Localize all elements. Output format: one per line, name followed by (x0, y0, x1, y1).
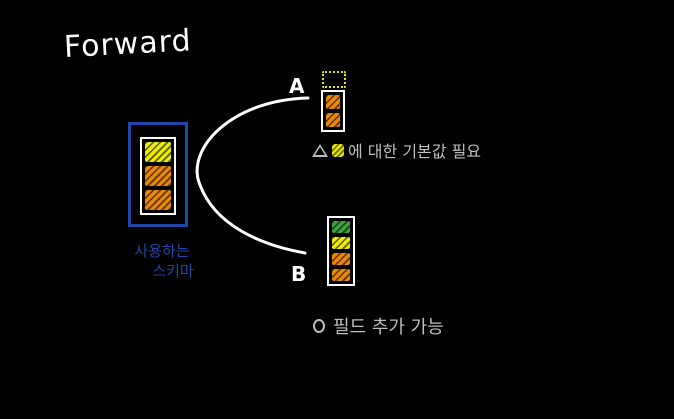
schema-field-orange (145, 190, 171, 210)
branch-b-field-green (332, 221, 350, 233)
branch-b-note-text: 필드 추가 가능 (333, 317, 444, 338)
branch-a-field-stack (321, 90, 345, 132)
branch-b-field-stack (327, 216, 355, 286)
schema-frame (128, 122, 188, 227)
connector-to-a (195, 96, 310, 187)
schema-field-orange (145, 166, 171, 186)
branch-b-note: 필드 추가 가능 (313, 313, 444, 339)
connector-to-b (198, 183, 307, 255)
yellow-field-icon (332, 143, 344, 157)
branch-b-field-yellow (332, 237, 350, 249)
missing-field-placeholder (322, 71, 346, 88)
branch-a-label: A (289, 74, 305, 98)
circle-icon (313, 319, 325, 333)
schema-field-stack (140, 137, 176, 215)
branch-a-field-orange (326, 113, 340, 127)
branch-b-label: B (291, 262, 307, 286)
triangle-icon (312, 143, 328, 157)
branch-b-field-orange (332, 253, 350, 265)
branch-b-field-orange (332, 269, 350, 281)
schema-field-yellow (145, 142, 171, 162)
schema-caption: 사용하는 스키마 (112, 241, 212, 281)
branch-a-note-text: 에 대한 기본값 필요 (348, 142, 482, 161)
schema-caption-line1: 사용하는 (134, 242, 190, 260)
branch-a-field-orange (326, 95, 340, 109)
branch-a-note: 에 대한 기본값 필요 (312, 138, 481, 162)
schema-caption-line2: 스키마 (152, 262, 194, 280)
